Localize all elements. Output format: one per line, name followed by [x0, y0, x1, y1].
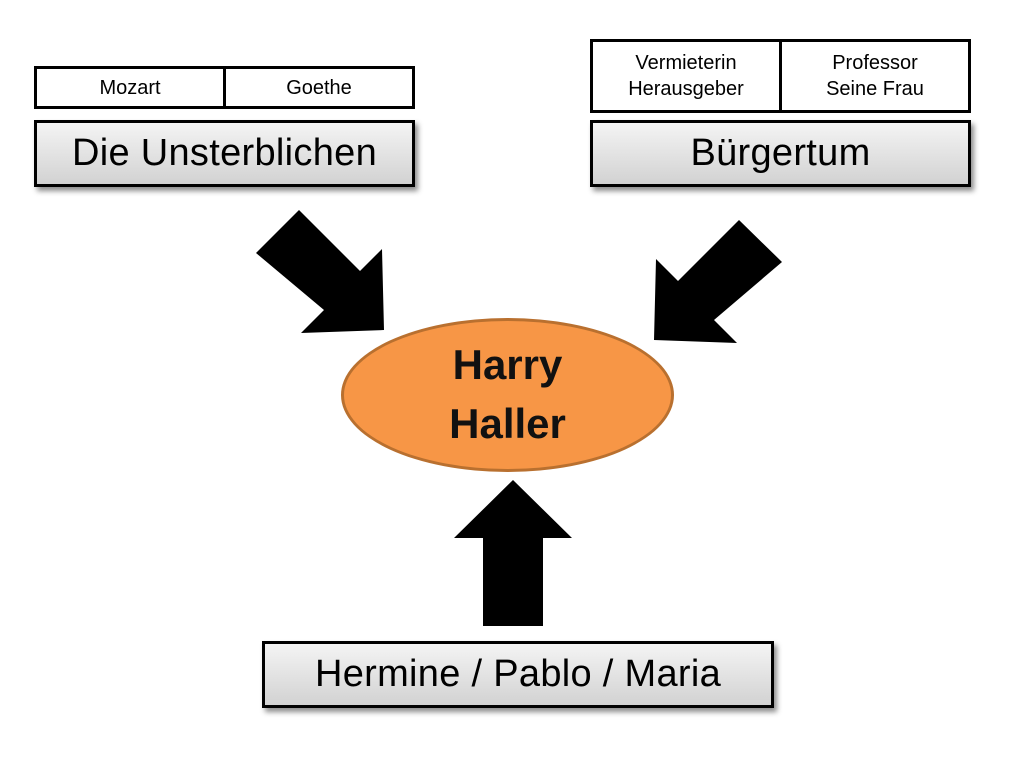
arrow-bottom-icon [454, 480, 572, 626]
cell-goethe: Goethe [223, 69, 412, 106]
arrow-right-icon [654, 220, 782, 343]
center-ellipse: Harry Haller [341, 318, 674, 472]
arrow-left-icon [256, 210, 384, 333]
left-sub-table: Mozart Goethe [34, 66, 415, 109]
cell-professor-seine-frau: Professor Seine Frau [779, 42, 968, 110]
cell-vermieterin-herausgeber: Vermieterin Herausgeber [628, 52, 744, 100]
header-die-unsterblichen: Die Unsterblichen [34, 120, 415, 187]
cell-mozart: Mozart [99, 76, 161, 99]
header-buergertum: Bürgertum [590, 120, 971, 187]
center-label: Harry Haller [449, 341, 566, 447]
right-sub-table: Vermieterin Herausgeber Professor Seine … [590, 39, 971, 113]
header-hermine-pablo-maria: Hermine / Pablo / Maria [262, 641, 774, 708]
